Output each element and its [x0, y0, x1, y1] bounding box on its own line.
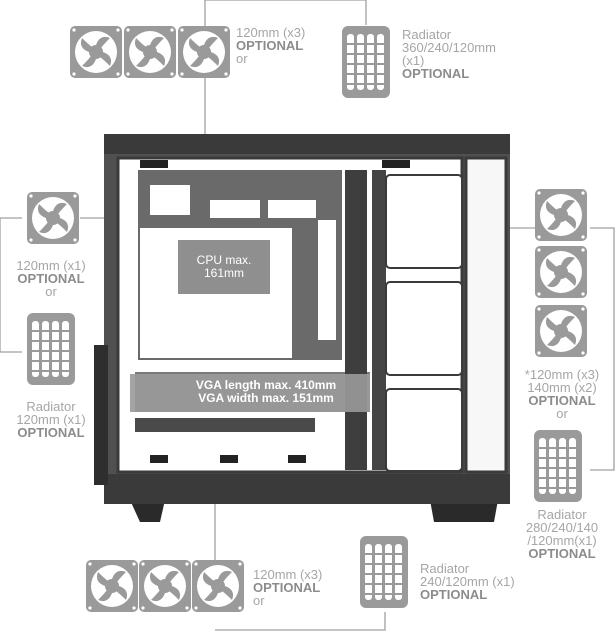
bottom-fan-icon-2 — [139, 560, 191, 612]
top-fan-icon-3 — [178, 26, 230, 78]
top-fan-label: 120mm (x3) OPTIONAL or — [236, 25, 306, 66]
bottom-radiator-icon — [359, 535, 409, 609]
rear-fan-icon — [27, 192, 79, 244]
bottom-fan-icon-1 — [86, 560, 138, 612]
rear-fan-label: 120mm (x1) OPTIONAL or — [16, 258, 86, 299]
front-fan-icon-3 — [535, 305, 587, 357]
bottom-fan-group — [86, 560, 244, 612]
top-fan-icon-1 — [70, 26, 122, 78]
top-radiator-icon — [341, 25, 391, 99]
pc-case — [94, 134, 510, 522]
top-fan-group — [70, 26, 230, 78]
rear-radiator-label: Radiator 120mm (x1) OPTIONAL — [16, 399, 86, 440]
front-radiator-icon — [533, 429, 583, 503]
top-fan-icon-2 — [124, 26, 176, 78]
vga-clearance-box — [130, 374, 370, 412]
cpu-clearance-label: CPU max. 161mm — [196, 253, 252, 280]
front-fan-label: *120mm (x3) 140mm (x2) OPTIONAL or — [524, 367, 600, 421]
bottom-fan-icon-3 — [192, 560, 244, 612]
top-radiator-label: Radiator 360/240/120mm (x1) OPTIONAL — [402, 27, 496, 81]
front-radiator-label: Radiator 280/240/140 /120mm(x1) OPTIONAL — [525, 507, 599, 561]
vga-clearance-label: VGA length max. 410mm VGA width max. 151… — [195, 378, 337, 405]
cpu-clearance-box — [178, 240, 270, 294]
front-fan-icon-2 — [535, 246, 587, 298]
bottom-fan-label: 120mm (x3) OPTIONAL or — [253, 567, 323, 608]
rear-radiator-icon — [26, 312, 76, 386]
front-fan-icon-1 — [535, 189, 587, 241]
bottom-radiator-label: Radiator 240/120mm (x1) OPTIONAL — [420, 561, 515, 602]
front-fan-group — [535, 189, 587, 357]
